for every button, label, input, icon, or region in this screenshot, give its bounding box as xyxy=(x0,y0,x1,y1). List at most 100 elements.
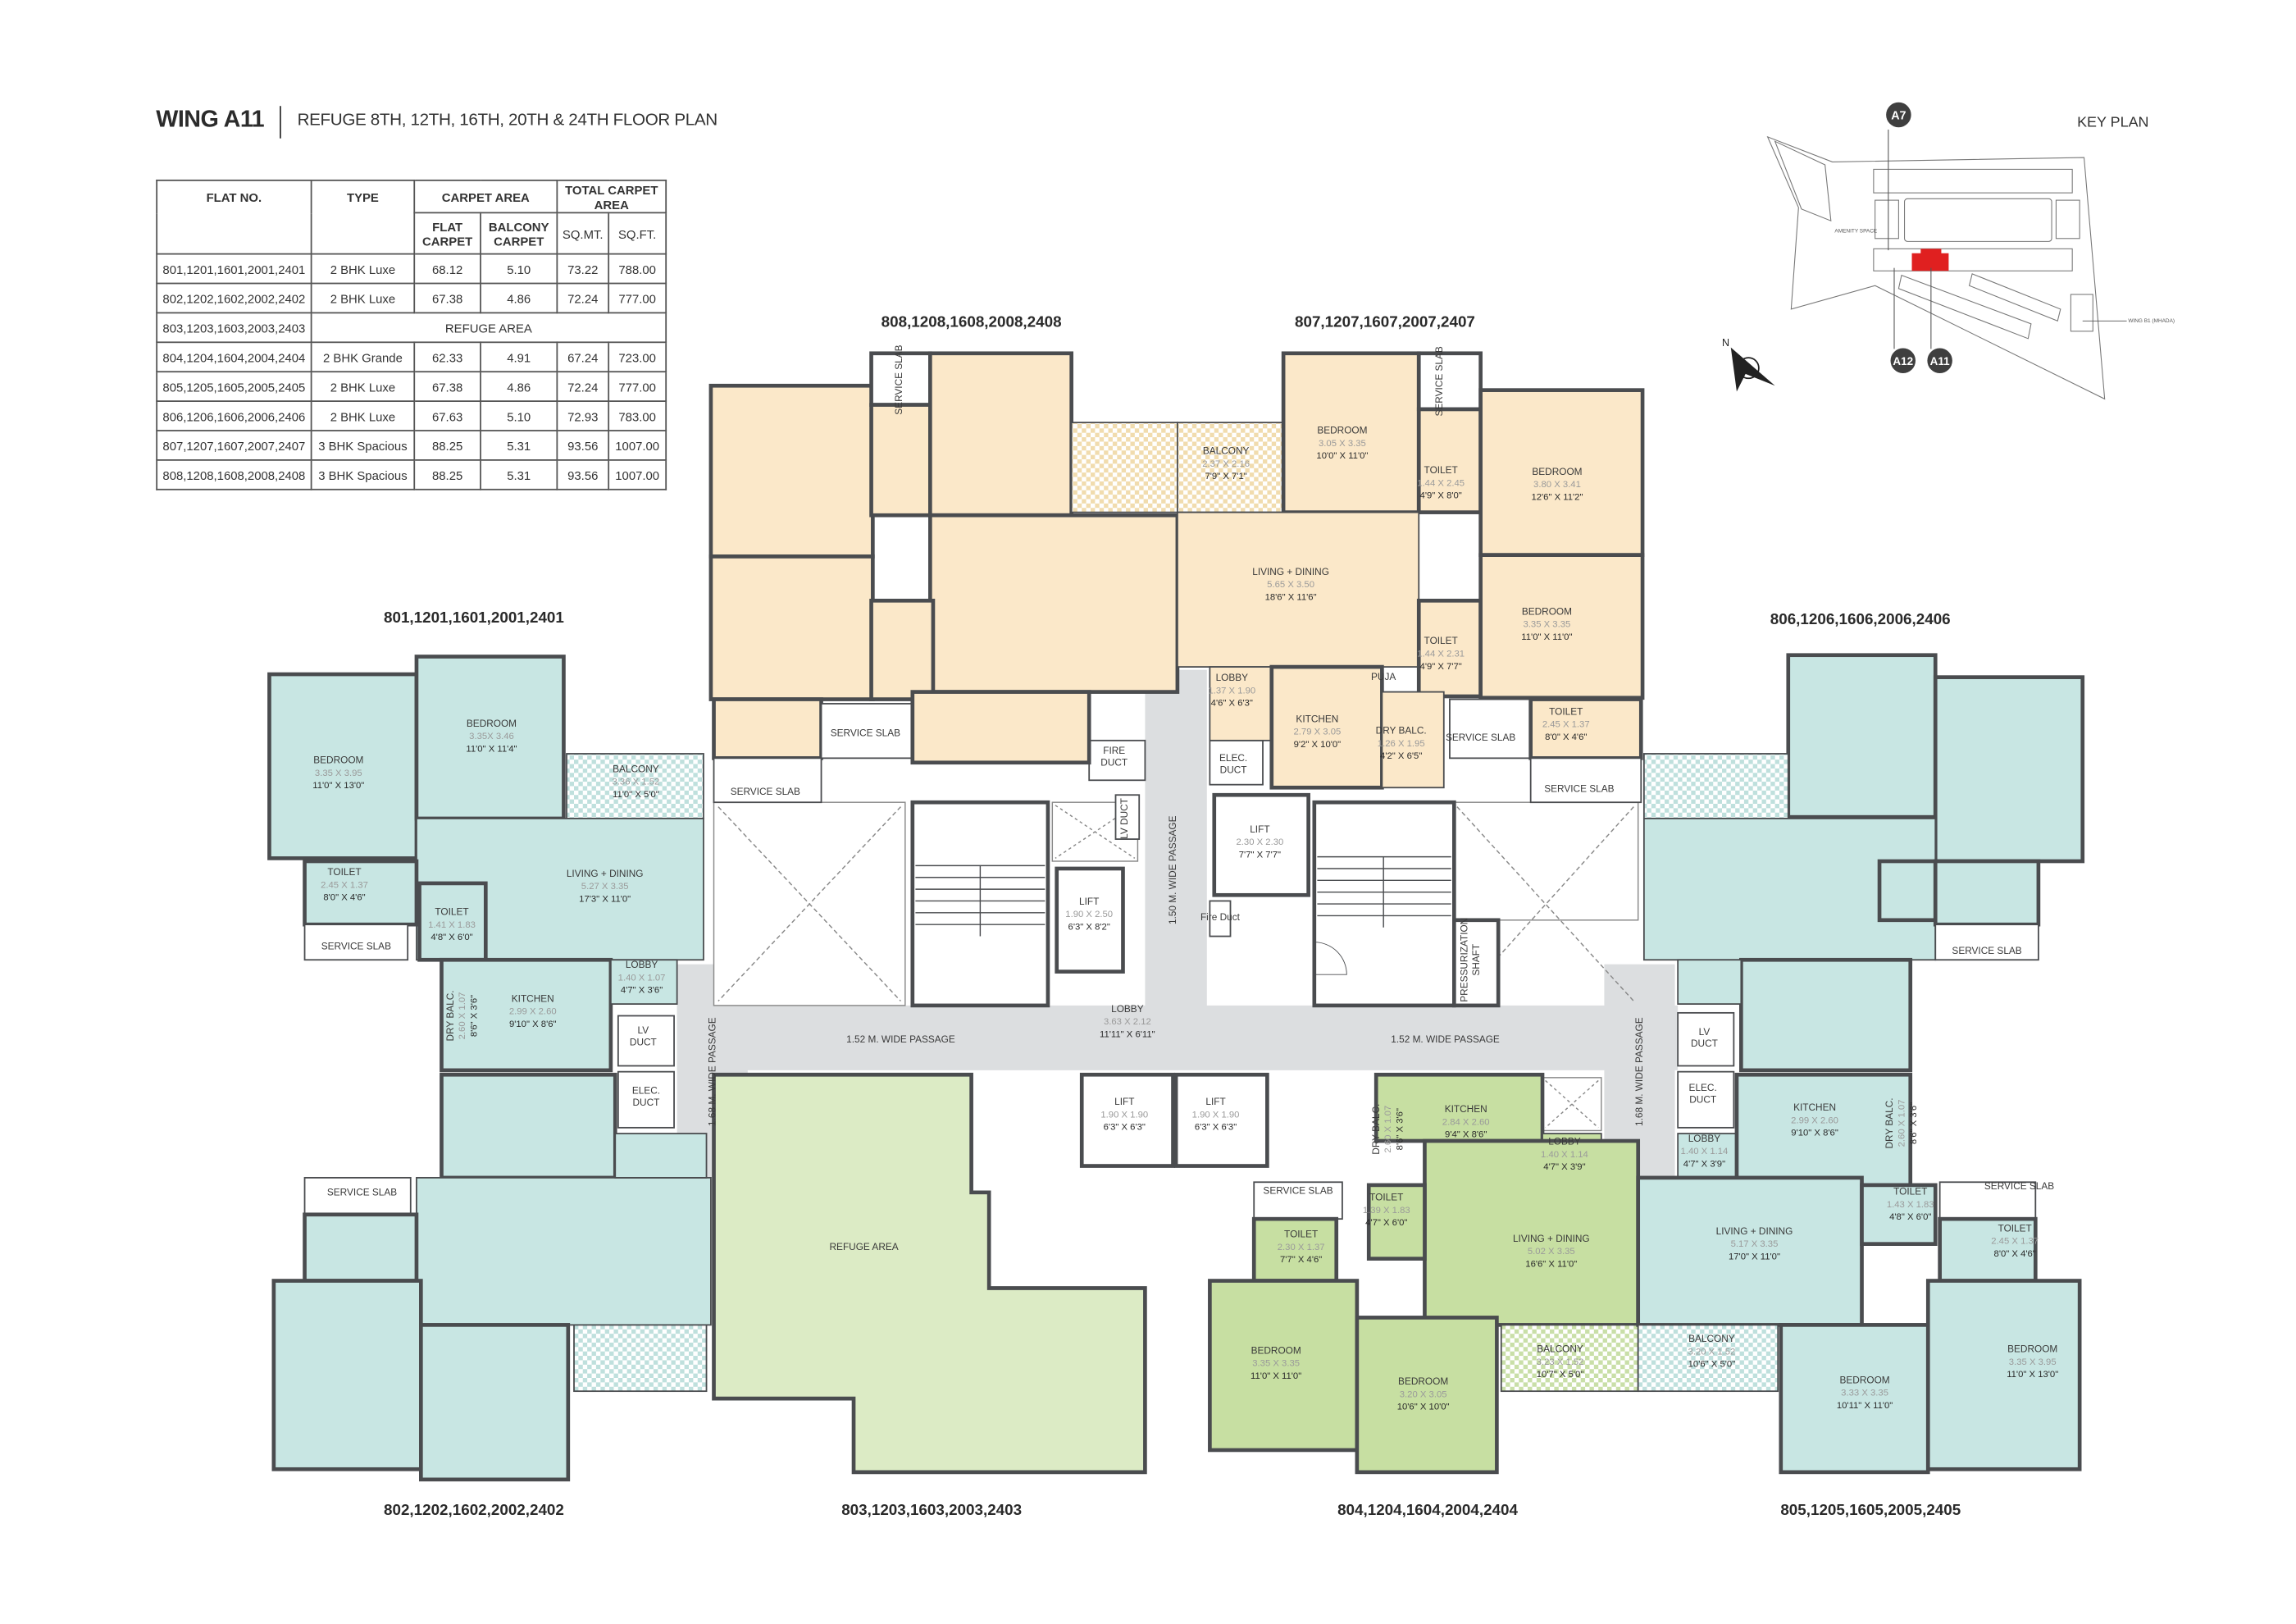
unit-title-802: 802,1202,1602,2002,2402 xyxy=(384,1501,564,1518)
room-name: TOILET xyxy=(1284,1229,1318,1240)
wing-b1-label: WING B1 (MHADA) xyxy=(2128,318,2175,324)
room-name: LIFT xyxy=(1114,1096,1134,1107)
room-name: 1.52 M. WIDE PASSAGE xyxy=(846,1033,955,1045)
room-service-slab: SERVICE SLAB xyxy=(321,941,391,952)
room-size-imperial: 9'4" X 8'6" xyxy=(1445,1130,1487,1140)
cell-sqft: 1007.00 xyxy=(608,458,667,490)
room-name: PRESSURIZATION xyxy=(1458,918,1469,1002)
room-size-metric: 1.37 X 1.90 xyxy=(1208,686,1255,696)
col-type: TYPE xyxy=(310,179,416,255)
room-name: TOILET xyxy=(1424,464,1458,476)
key-marker-a7: A7 xyxy=(1891,109,1906,122)
room-name: BALCONY xyxy=(1203,445,1250,457)
cell-sqft: 783.00 xyxy=(608,400,667,431)
room-size-imperial: 12'6" X 11'2" xyxy=(1531,492,1583,502)
room-size-imperial: 6'3" X 8'2" xyxy=(1068,922,1110,932)
unit-801 xyxy=(267,655,704,1073)
room-service-slab: SERVICE SLAB xyxy=(731,786,800,797)
wing-a11-highlight xyxy=(1911,249,1949,271)
room-size-metric: 1.40 X 1.14 xyxy=(1681,1147,1729,1156)
cell-flat_carpet: 88.25 xyxy=(413,430,481,461)
room-name: KITCHEN xyxy=(1445,1103,1487,1115)
room-size-imperial: 17'3" X 11'0" xyxy=(579,894,631,904)
room-size-metric: 2.37 X 2.16 xyxy=(1202,459,1250,469)
room-size-metric: 1.44 X 2.31 xyxy=(1417,650,1465,659)
cell-sqft: 777.00 xyxy=(608,282,667,314)
room-1-68-m-wide-passage: 1.68 M. WIDE PASSAGE xyxy=(706,1017,718,1126)
cell-type: REFUGE AREA xyxy=(310,312,667,344)
room-1-68-m-wide-passage: 1.68 M. WIDE PASSAGE xyxy=(1633,1017,1645,1126)
cell-flat_carpet: 67.38 xyxy=(413,282,481,314)
room-size-metric: 3.80 X 3.41 xyxy=(1533,480,1581,490)
room-size-imperial: 4'7" X 3'9" xyxy=(1543,1162,1585,1172)
room-name: SERVICE SLAB xyxy=(731,786,800,797)
room-size-metric: 3.05 X 3.35 xyxy=(1319,439,1366,449)
lift-core xyxy=(617,739,1735,1168)
room-name: LIVING + DINING xyxy=(1716,1225,1793,1237)
room-size-imperial: 11'0" X 11'0" xyxy=(1250,1371,1301,1381)
room-name: TOILET xyxy=(1998,1222,2032,1234)
room-size-imperial: 8'6" X 3'6" xyxy=(470,995,480,1037)
room-name: BEDROOM xyxy=(1398,1375,1448,1387)
room-size-imperial: 18'6" X 11'6" xyxy=(1265,592,1317,602)
col-sqmt: SQ.MT. xyxy=(556,212,610,255)
room-size-imperial: 16'6" X 11'0" xyxy=(1525,1259,1577,1269)
cell-sqft: 777.00 xyxy=(608,371,667,402)
col-flat-no: FLAT NO. xyxy=(156,179,312,255)
room-name: SERVICE SLAB xyxy=(1263,1185,1332,1197)
unit-title-803: 803,1203,1603,2003,2403 xyxy=(841,1501,1022,1518)
room-name: DRY BALC. xyxy=(1884,1097,1895,1148)
room-name: LIVING + DINING xyxy=(1252,566,1329,577)
cell-flat: 801,1201,1601,2001,2401 xyxy=(156,253,312,285)
room-name: SERVICE SLAB xyxy=(321,941,391,952)
cell-sqmt: 67.24 xyxy=(556,341,610,373)
room-name: BEDROOM xyxy=(313,755,363,766)
room-name: LOBBY xyxy=(626,959,658,970)
room-size-metric: 1.39 X 1.83 xyxy=(1363,1206,1410,1216)
room-size-imperial: 9'10" X 8'6" xyxy=(509,1020,557,1029)
plan-subtitle: REFUGE 8TH, 12TH, 16TH, 20TH & 24TH FLOO… xyxy=(297,112,718,130)
room-name: DUCT xyxy=(1220,764,1247,775)
staircase xyxy=(910,800,1456,1008)
room-name: SERVICE SLAB xyxy=(893,344,904,414)
room-elec-duct: ELEC.DUCT xyxy=(632,1085,660,1108)
room-1-52-m-wide-passage: 1.52 M. WIDE PASSAGE xyxy=(1391,1033,1500,1045)
room-size-imperial: 8'6" X 3'6" xyxy=(1909,1102,1919,1144)
room-size-metric: 2.60 X 1.07 xyxy=(1383,1106,1393,1153)
room-name: BALCONY xyxy=(613,763,659,774)
room-name: SERVICE SLAB xyxy=(1984,1180,2054,1192)
room-name: LOBBY xyxy=(1548,1136,1581,1147)
svg-text:N: N xyxy=(1722,337,1729,349)
room-size-imperial: 4'7" X 6'0" xyxy=(1365,1218,1407,1228)
unit-title-806: 806,1206,1606,2006,2406 xyxy=(1770,610,1951,627)
room-size-imperial: 6'3" X 6'3" xyxy=(1195,1123,1237,1133)
room-name: DUCT xyxy=(633,1097,660,1108)
room-name: BEDROOM xyxy=(1532,466,1582,477)
room-size-imperial: 10'7" X 5'0" xyxy=(1537,1370,1584,1380)
room-size-metric: 3.35 X 3.35 xyxy=(1252,1359,1300,1369)
room-service-slab: SERVICE SLAB xyxy=(1446,732,1515,743)
room-size-imperial: 4'8" X 6'0" xyxy=(1889,1212,1931,1222)
room-name: LIVING + DINING xyxy=(567,868,644,879)
room-size-imperial: 4'8" X 6'0" xyxy=(430,933,472,942)
open-shafts xyxy=(713,801,1639,1134)
cell-sqmt: 72.93 xyxy=(556,400,610,431)
